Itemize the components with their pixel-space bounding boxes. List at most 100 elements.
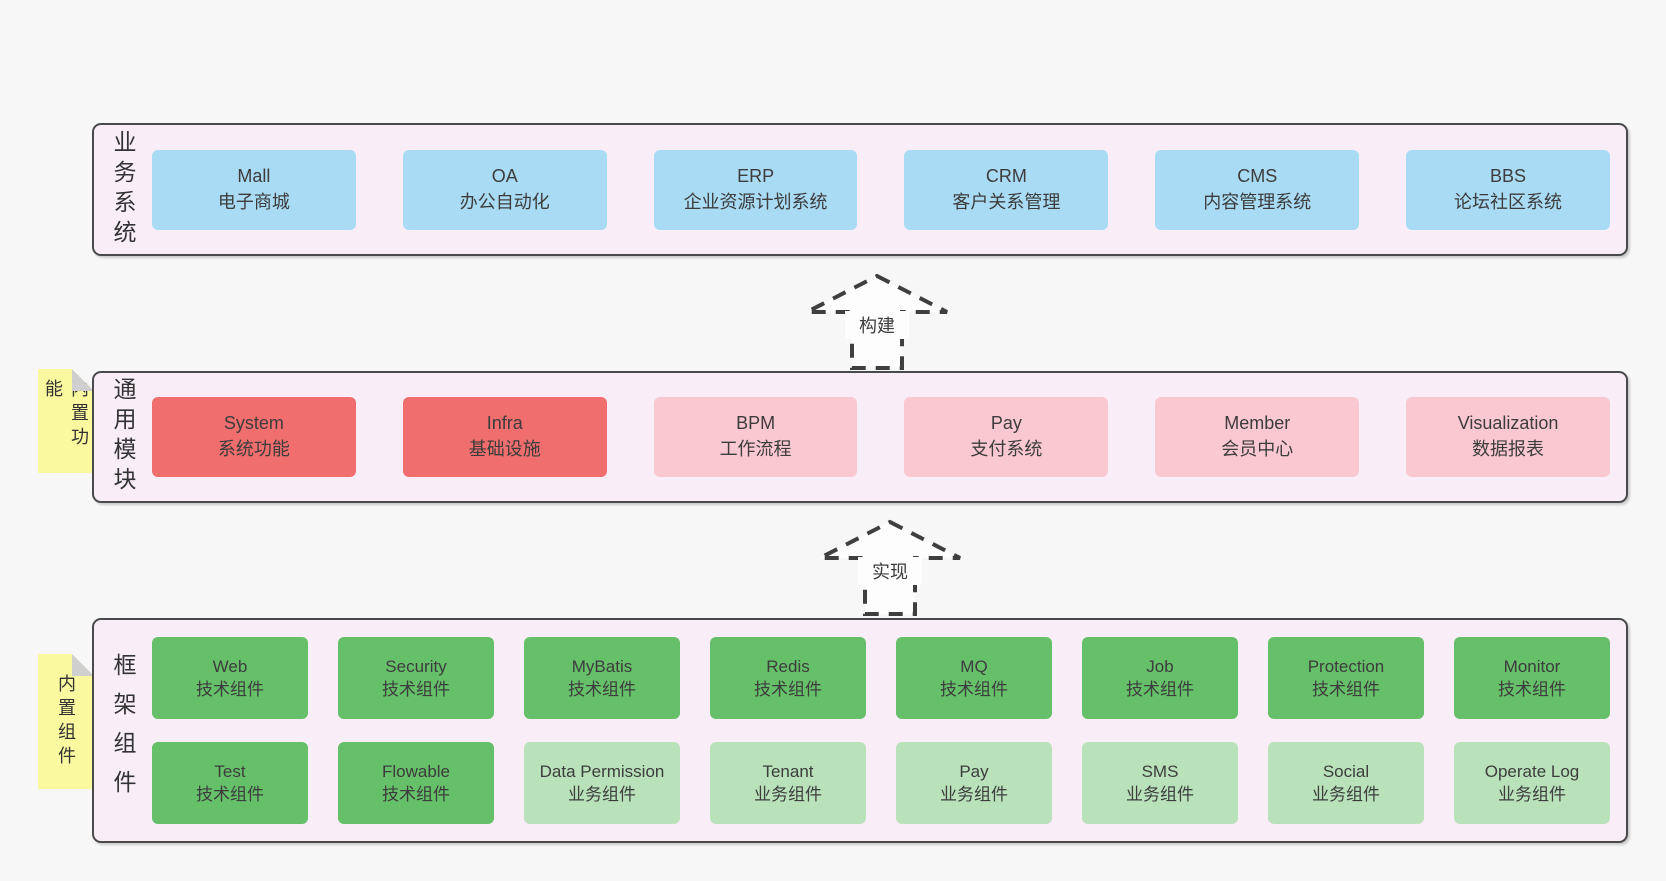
- box-desc: 技术组件: [754, 680, 822, 699]
- box-name: Redis: [766, 656, 810, 676]
- box-desc: 论坛社区系统: [1454, 191, 1563, 212]
- box-name: ERP: [737, 165, 775, 186]
- box-desc: 技术组件: [1498, 680, 1566, 699]
- component-box-tenant: Tenant 业务组件: [710, 742, 866, 824]
- box-name: SMS: [1141, 761, 1179, 781]
- box-desc: 支付系统: [970, 439, 1043, 459]
- module-box-bpm: BPM 工作流程: [653, 397, 858, 477]
- component-box-redis: Redis 技术组件: [710, 637, 866, 719]
- module-box-visualization: Visualization 数据报表: [1406, 397, 1610, 477]
- arrow-label-implement: 实现: [858, 557, 922, 585]
- box-name: Job: [1146, 656, 1174, 676]
- component-box-operate-log: Operate Log 业务组件: [1454, 742, 1610, 824]
- sticky-note-builtin-components: 内置组件: [38, 654, 94, 789]
- box-name: Monitor: [1503, 656, 1561, 676]
- folded-corner-icon: [72, 654, 94, 676]
- box-desc: 企业资源计划系统: [683, 191, 828, 212]
- box-desc: 数据报表: [1472, 439, 1545, 459]
- system-box-bbs: BBS 论坛社区系统: [1406, 149, 1610, 230]
- box-desc: 电子商城: [217, 191, 290, 212]
- box-name: Operate Log: [1484, 761, 1580, 781]
- box-name: System: [223, 413, 284, 434]
- component-box-data-permission: Data Permission 业务组件: [524, 742, 680, 824]
- box-desc: 客户关系管理: [952, 191, 1061, 212]
- box-desc: 工作流程: [719, 439, 792, 459]
- box-desc: 内容管理系统: [1203, 191, 1312, 212]
- box-desc: 技术组件: [382, 680, 450, 699]
- folded-corner-icon: [72, 369, 94, 391]
- box-desc: 会员中心: [1221, 439, 1294, 459]
- box-name: Member: [1224, 413, 1291, 434]
- system-box-crm: CRM 客户关系管理: [904, 149, 1109, 230]
- box-desc: 业务组件: [940, 785, 1008, 804]
- box-name: BBS: [1490, 165, 1527, 186]
- box-name: BPM: [736, 413, 776, 434]
- band-title: 业务系统: [110, 129, 136, 250]
- band-title: 框架组件: [110, 652, 136, 809]
- box-name: Mall: [237, 165, 271, 186]
- component-row-2: Test 技术组件 Flowable 技术组件 Data Permission …: [152, 742, 1610, 824]
- band-label: 框架组件: [94, 620, 152, 841]
- box-name: MyBatis: [571, 656, 633, 676]
- component-box-social: Social 业务组件: [1268, 742, 1424, 824]
- band-content: Web 技术组件 Security 技术组件 MyBatis 技术组件 Redi…: [152, 620, 1626, 841]
- band-title: 通用模块: [110, 377, 136, 497]
- component-box-mybatis: MyBatis 技术组件: [524, 637, 680, 719]
- box-desc: 办公自动化: [459, 191, 550, 212]
- component-box-sms: SMS 业务组件: [1082, 742, 1238, 824]
- box-name: Web: [212, 656, 248, 676]
- component-box-monitor: Monitor 技术组件: [1454, 637, 1610, 719]
- component-row-1: Web 技术组件 Security 技术组件 MyBatis 技术组件 Redi…: [152, 637, 1610, 719]
- box-name: OA: [491, 165, 518, 186]
- component-box-pay: Pay 业务组件: [896, 742, 1052, 824]
- box-desc: 业务组件: [1312, 785, 1380, 804]
- box-desc: 业务组件: [754, 785, 822, 804]
- sticky-note-text: 内置功能: [43, 379, 89, 451]
- module-box-pay: Pay 支付系统: [904, 397, 1109, 477]
- component-box-security: Security 技术组件: [338, 637, 494, 719]
- box-desc: 业务组件: [1126, 785, 1194, 804]
- box-desc: 技术组件: [568, 680, 636, 699]
- band-label: 业务系统: [94, 125, 152, 254]
- component-box-web: Web 技术组件: [152, 637, 308, 719]
- band-label: 通用模块: [94, 373, 152, 501]
- system-box-erp: ERP 企业资源计划系统: [653, 149, 858, 230]
- box-desc: 业务组件: [568, 785, 636, 804]
- module-box-infra: Infra 基础设施: [402, 397, 607, 477]
- box-name: Social: [1322, 761, 1370, 781]
- box-desc: 技术组件: [196, 680, 264, 699]
- component-box-protection: Protection 技术组件: [1268, 637, 1424, 719]
- box-name: Protection: [1307, 656, 1385, 676]
- box-name: Pay: [990, 413, 1022, 434]
- box-desc: 业务组件: [1498, 785, 1566, 804]
- band-business-systems: 业务系统 Mall 电子商城 OA 办公自动化 ERP 企业资源计划系统 CRM…: [92, 123, 1628, 256]
- box-name: Security: [385, 656, 447, 676]
- box-desc: 系统功能: [217, 439, 290, 459]
- box-name: Infra: [486, 413, 523, 434]
- component-box-mq: MQ 技术组件: [896, 637, 1052, 719]
- system-box-oa: OA 办公自动化: [402, 149, 607, 230]
- box-desc: 技术组件: [1126, 680, 1194, 699]
- band-content: System 系统功能 Infra 基础设施 BPM 工作流程 Pay 支付系统…: [152, 373, 1626, 501]
- arrow-label-build: 构建: [845, 311, 909, 339]
- box-desc: 技术组件: [196, 785, 264, 804]
- module-box-system: System 系统功能: [152, 397, 356, 477]
- module-box-member: Member 会员中心: [1155, 397, 1360, 477]
- box-name: MQ: [960, 656, 988, 676]
- box-name: Tenant: [762, 761, 814, 781]
- sticky-note-text: 内置组件: [56, 673, 76, 770]
- band-content: Mall 电子商城 OA 办公自动化 ERP 企业资源计划系统 CRM 客户关系…: [152, 125, 1626, 254]
- band-framework-components: 框架组件 Web 技术组件 Security 技术组件 MyBatis 技术组件…: [92, 618, 1628, 843]
- system-box-mall: Mall 电子商城: [152, 149, 356, 230]
- box-desc: 技术组件: [1312, 680, 1380, 699]
- box-name: Data Permission: [539, 761, 665, 781]
- component-box-job: Job 技术组件: [1082, 637, 1238, 719]
- component-box-test: Test 技术组件: [152, 742, 308, 824]
- box-name: CMS: [1237, 165, 1278, 186]
- box-name: Flowable: [381, 761, 451, 781]
- box-name: Test: [214, 761, 246, 781]
- band-common-modules: 通用模块 System 系统功能 Infra 基础设施 BPM 工作流程 Pay…: [92, 371, 1628, 503]
- box-name: Visualization: [1457, 413, 1559, 434]
- box-name: CRM: [985, 165, 1027, 186]
